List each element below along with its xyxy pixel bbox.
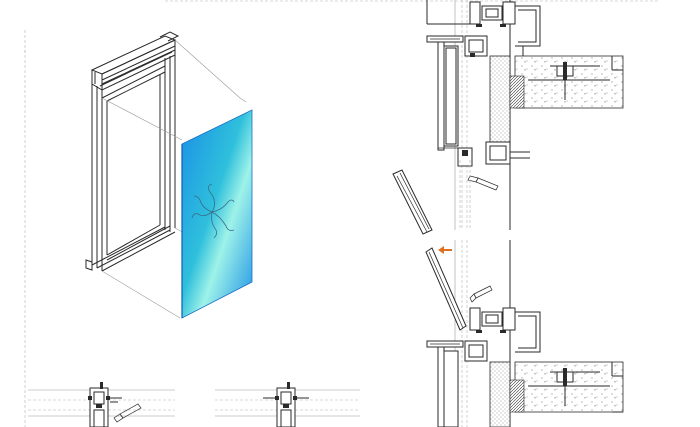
sheet-guides: [24, 0, 660, 427]
anchor-bolt-icon: [556, 62, 574, 100]
screwdriver-icon: [469, 285, 493, 303]
arrow-icon: [438, 246, 452, 254]
vertical-section-open: [425, 240, 624, 427]
horizontal-section-right: [215, 382, 360, 427]
horizontal-section-left: [28, 382, 175, 427]
isometric-vent-frame: [85, 31, 253, 319]
anchor-bolt-icon: [556, 368, 574, 406]
tilted-sash-detail: [392, 169, 433, 235]
glass-panel: [181, 109, 253, 319]
screwdriver-icon: [467, 175, 499, 191]
screwdriver-icon: [113, 403, 142, 423]
vertical-section-closed: [426, 0, 624, 230]
glass-crack-icon: [191, 183, 235, 239]
